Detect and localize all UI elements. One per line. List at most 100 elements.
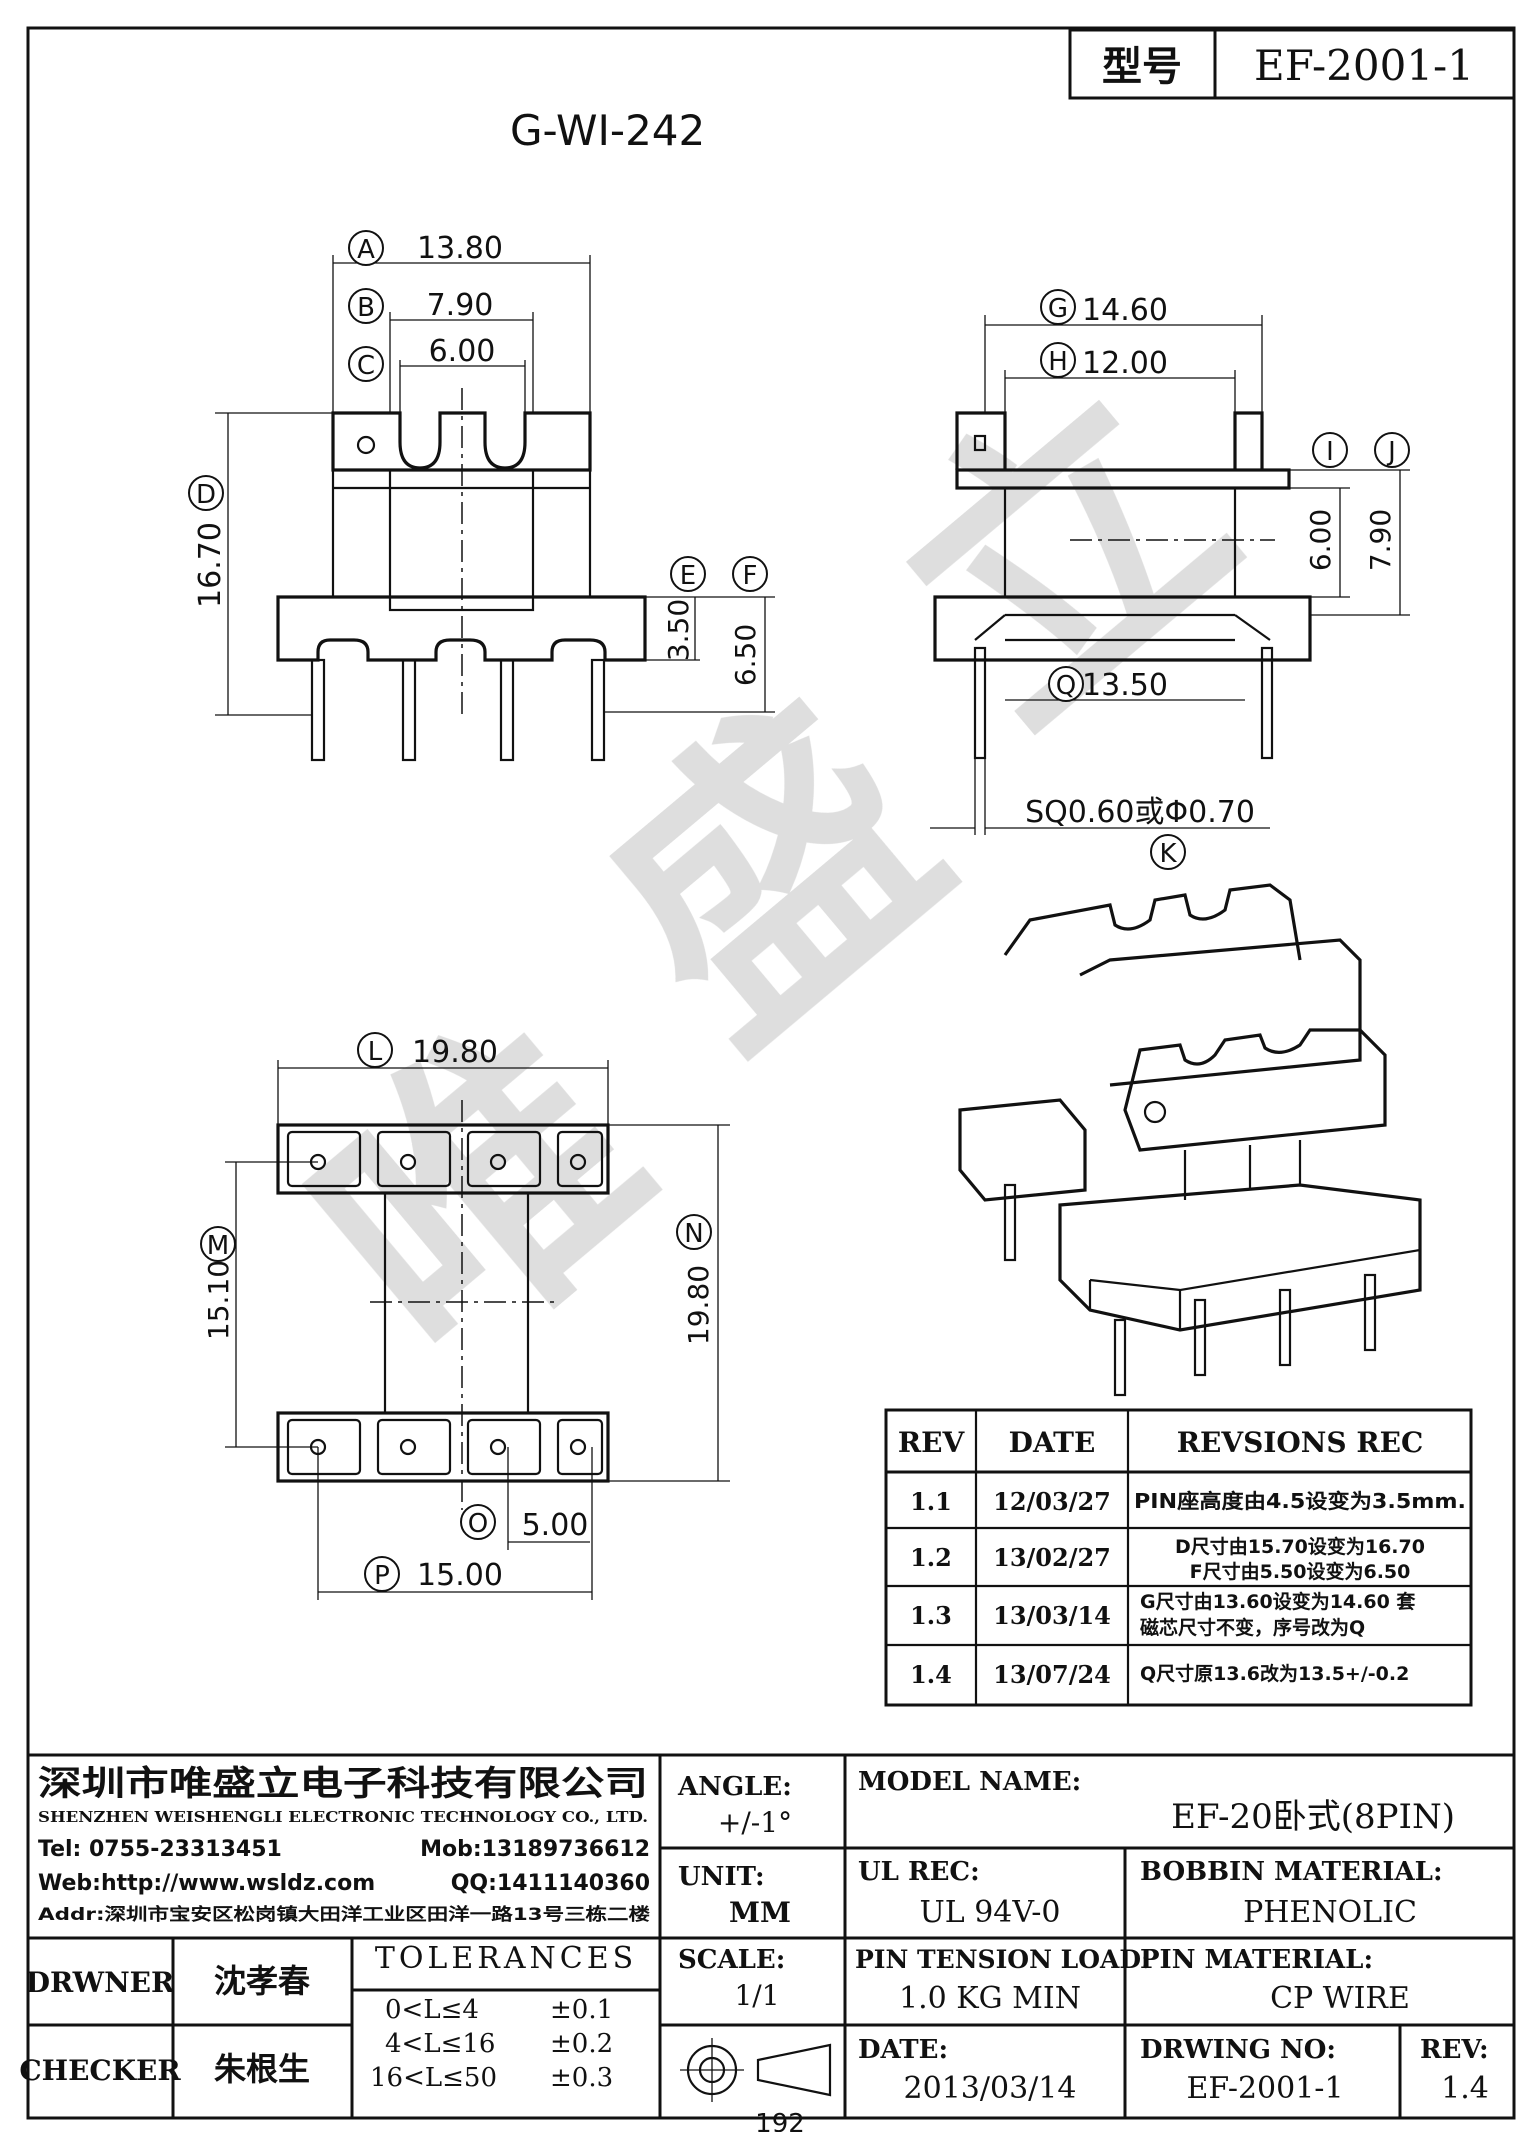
- model-name-value: EF-20卧式(8PIN): [1171, 1797, 1455, 1837]
- marker-q: Q: [1056, 671, 1076, 701]
- bottom-view: 19.80 15.10 19.80 5.00 15.00: [202, 1035, 730, 1600]
- drawer-value: 沈孝春: [214, 1962, 310, 2000]
- rev-3-date: 13/03/14: [993, 1601, 1111, 1630]
- company-mob: Mob:13189736612: [420, 1837, 650, 1862]
- checker-value: 朱根生: [214, 2050, 310, 2088]
- marker-j: J: [1386, 437, 1396, 467]
- drawing-no-value: EF-2001-1: [1186, 2071, 1343, 2106]
- model-number-box: 型号 EF-2001-1: [1068, 28, 1516, 100]
- dim-m-value: 15.10: [202, 1260, 235, 1340]
- watermark-char-2: 盛: [545, 642, 1002, 1105]
- rev-2-rec-1: D尺寸由15.70设变为16.70: [1175, 1535, 1425, 1558]
- tol-value-3: ±0.3: [550, 2063, 613, 2093]
- dim-f-value: 6.50: [729, 624, 762, 686]
- front-view: 13.80 7.90 6.00 16.70 3.50 6.50: [193, 231, 775, 762]
- tol-range-2: 4<L≤16: [385, 2029, 495, 2059]
- dim-q-value: 13.50: [1082, 668, 1168, 703]
- date-label: DATE:: [858, 2035, 948, 2065]
- side-view: 14.60 12.00 6.00 7.90 13.50 SQ0.60或Φ0.70: [930, 293, 1410, 835]
- pad-row-bottom: [286, 1418, 604, 1476]
- marker-e: E: [680, 561, 696, 591]
- dim-k-value: SQ0.60或Φ0.70: [1025, 795, 1255, 830]
- checker-label: CHECKER: [19, 2054, 181, 2087]
- dim-o-value: 5.00: [522, 1508, 589, 1543]
- scale-value: 1/1: [734, 1979, 779, 2012]
- company-qq: QQ:1411140360: [451, 1871, 650, 1896]
- bobbin-material-value: PHENOLIC: [1243, 1895, 1417, 1930]
- dim-b-value: 7.90: [427, 288, 494, 323]
- watermark-char-3: 立: [835, 322, 1292, 785]
- dim-j-value: 7.90: [1364, 509, 1397, 571]
- dim-a-value: 13.80: [417, 231, 503, 266]
- rev-2-no: 1.2: [910, 1543, 952, 1572]
- rev-header-rec: REVSIONS REC: [1177, 1426, 1424, 1459]
- pin-tension-label: PIN TENSION LOAD:: [855, 1945, 1150, 1974]
- rev-1-rec: PIN座高度由4.5设变为3.5mm.: [1134, 1489, 1466, 1513]
- unit-value: MM: [729, 1896, 791, 1929]
- marker-p: P: [374, 1561, 390, 1591]
- company-address: Addr:深圳市宝安区松岗镇大田洋工业区田洋一路13号三栋二楼: [38, 1904, 650, 1925]
- drawing-no-label: DRWING NO:: [1140, 2035, 1336, 2065]
- scale-label: SCALE:: [678, 1945, 785, 1975]
- marker-k: K: [1159, 839, 1177, 869]
- dim-d-value: 16.70: [193, 522, 228, 608]
- page-number: 192: [755, 2109, 805, 2132]
- dim-p-value: 15.00: [417, 1558, 503, 1593]
- pin-tension-value: 1.0 KG MIN: [899, 1981, 1081, 2016]
- rev-3-rec-2: 磁芯尺寸不变，序号改为Q: [1140, 1616, 1365, 1639]
- rev-2-rec-2: F尺寸由5.50设变为6.50: [1190, 1560, 1411, 1583]
- marker-f: F: [743, 561, 758, 591]
- marker-n: N: [684, 1219, 703, 1249]
- unit-label: UNIT:: [678, 1862, 765, 1892]
- drawer-label: DRWNER: [26, 1966, 175, 1999]
- marker-i: I: [1326, 437, 1334, 467]
- marker-b: B: [357, 293, 375, 323]
- title-block: 深圳市唯盛立电子科技有限公司 SHENZHEN WEISHENGLI ELECT…: [19, 1753, 1514, 2118]
- model-number-value: EF-2001-1: [1254, 41, 1474, 90]
- rev-1-date: 12/03/27: [993, 1487, 1111, 1516]
- company-name-cn: 深圳市唯盛立电子科技有限公司: [38, 1764, 648, 1804]
- ul-label: UL REC:: [858, 1857, 980, 1887]
- dim-e-value: 3.50: [662, 599, 695, 661]
- tol-value-1: ±0.1: [550, 1995, 613, 2025]
- marker-o: O: [468, 1509, 488, 1539]
- outer-frame: [26, 26, 1516, 2120]
- company-tel: Tel: 0755-23313451: [38, 1837, 282, 1862]
- company-name-en: SHENZHEN WEISHENGLI ELECTRONIC TECHNOLOG…: [38, 1808, 648, 1826]
- dim-h-value: 12.00: [1082, 346, 1168, 381]
- isometric-view: [958, 883, 1422, 1397]
- date-value: 2013/03/14: [904, 2071, 1077, 2106]
- rev-label: REV:: [1420, 2035, 1489, 2065]
- rev-1-no: 1.1: [910, 1487, 952, 1516]
- pin-material-value: CP WIRE: [1270, 1981, 1410, 2016]
- tolerances-label: TOLERANCES: [375, 1941, 637, 1976]
- tol-value-2: ±0.2: [550, 2029, 613, 2059]
- rev-3-rec-1: G尺寸由13.60设变为14.60 套: [1140, 1590, 1416, 1613]
- rev-header-date: DATE: [1009, 1426, 1096, 1459]
- ul-value: UL 94V-0: [919, 1895, 1060, 1930]
- angle-label: ANGLE:: [677, 1772, 792, 1802]
- marker-m: M: [207, 1231, 229, 1261]
- dim-g-value: 14.60: [1082, 293, 1168, 328]
- projection-symbol-icon: [680, 2038, 832, 2102]
- pin-material-label: PIN MATERIAL:: [1140, 1945, 1373, 1975]
- marker-a: A: [357, 235, 375, 265]
- dim-i-value: 6.00: [1304, 509, 1337, 571]
- tol-range-1: 0<L≤4: [385, 1995, 479, 2025]
- markers: A B C D E F G H I J K L M N O P Q: [188, 230, 1410, 1592]
- rev-3-no: 1.3: [910, 1601, 952, 1630]
- marker-h: H: [1048, 347, 1068, 377]
- model-number-label: 型号: [1102, 43, 1182, 90]
- company-web: Web:http://www.wsldz.com: [38, 1871, 375, 1896]
- part-code: G-WI-242: [510, 106, 705, 155]
- rev-4-date: 13/07/24: [993, 1660, 1111, 1689]
- rev-value: 1.4: [1441, 2071, 1489, 2106]
- marker-g: G: [1048, 294, 1068, 324]
- rev-4-no: 1.4: [910, 1660, 952, 1689]
- pad-row-top: [286, 1130, 604, 1188]
- dim-l-value: 19.80: [412, 1035, 498, 1070]
- tol-range-3: 16<L≤50: [370, 2063, 497, 2093]
- marker-l: L: [368, 1037, 383, 1067]
- dim-c-value: 6.00: [429, 334, 496, 369]
